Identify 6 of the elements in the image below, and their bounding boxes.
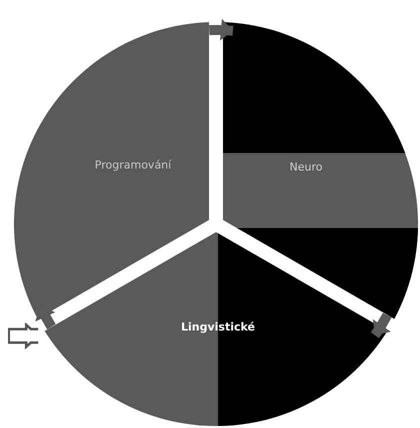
segment-label: Lingvistické [181,320,255,334]
arrow [370,312,392,338]
block-arrow [8,324,40,348]
segment-label: Programování [94,158,172,172]
arrow [209,18,234,41]
segment-label: Neuro [290,160,322,174]
